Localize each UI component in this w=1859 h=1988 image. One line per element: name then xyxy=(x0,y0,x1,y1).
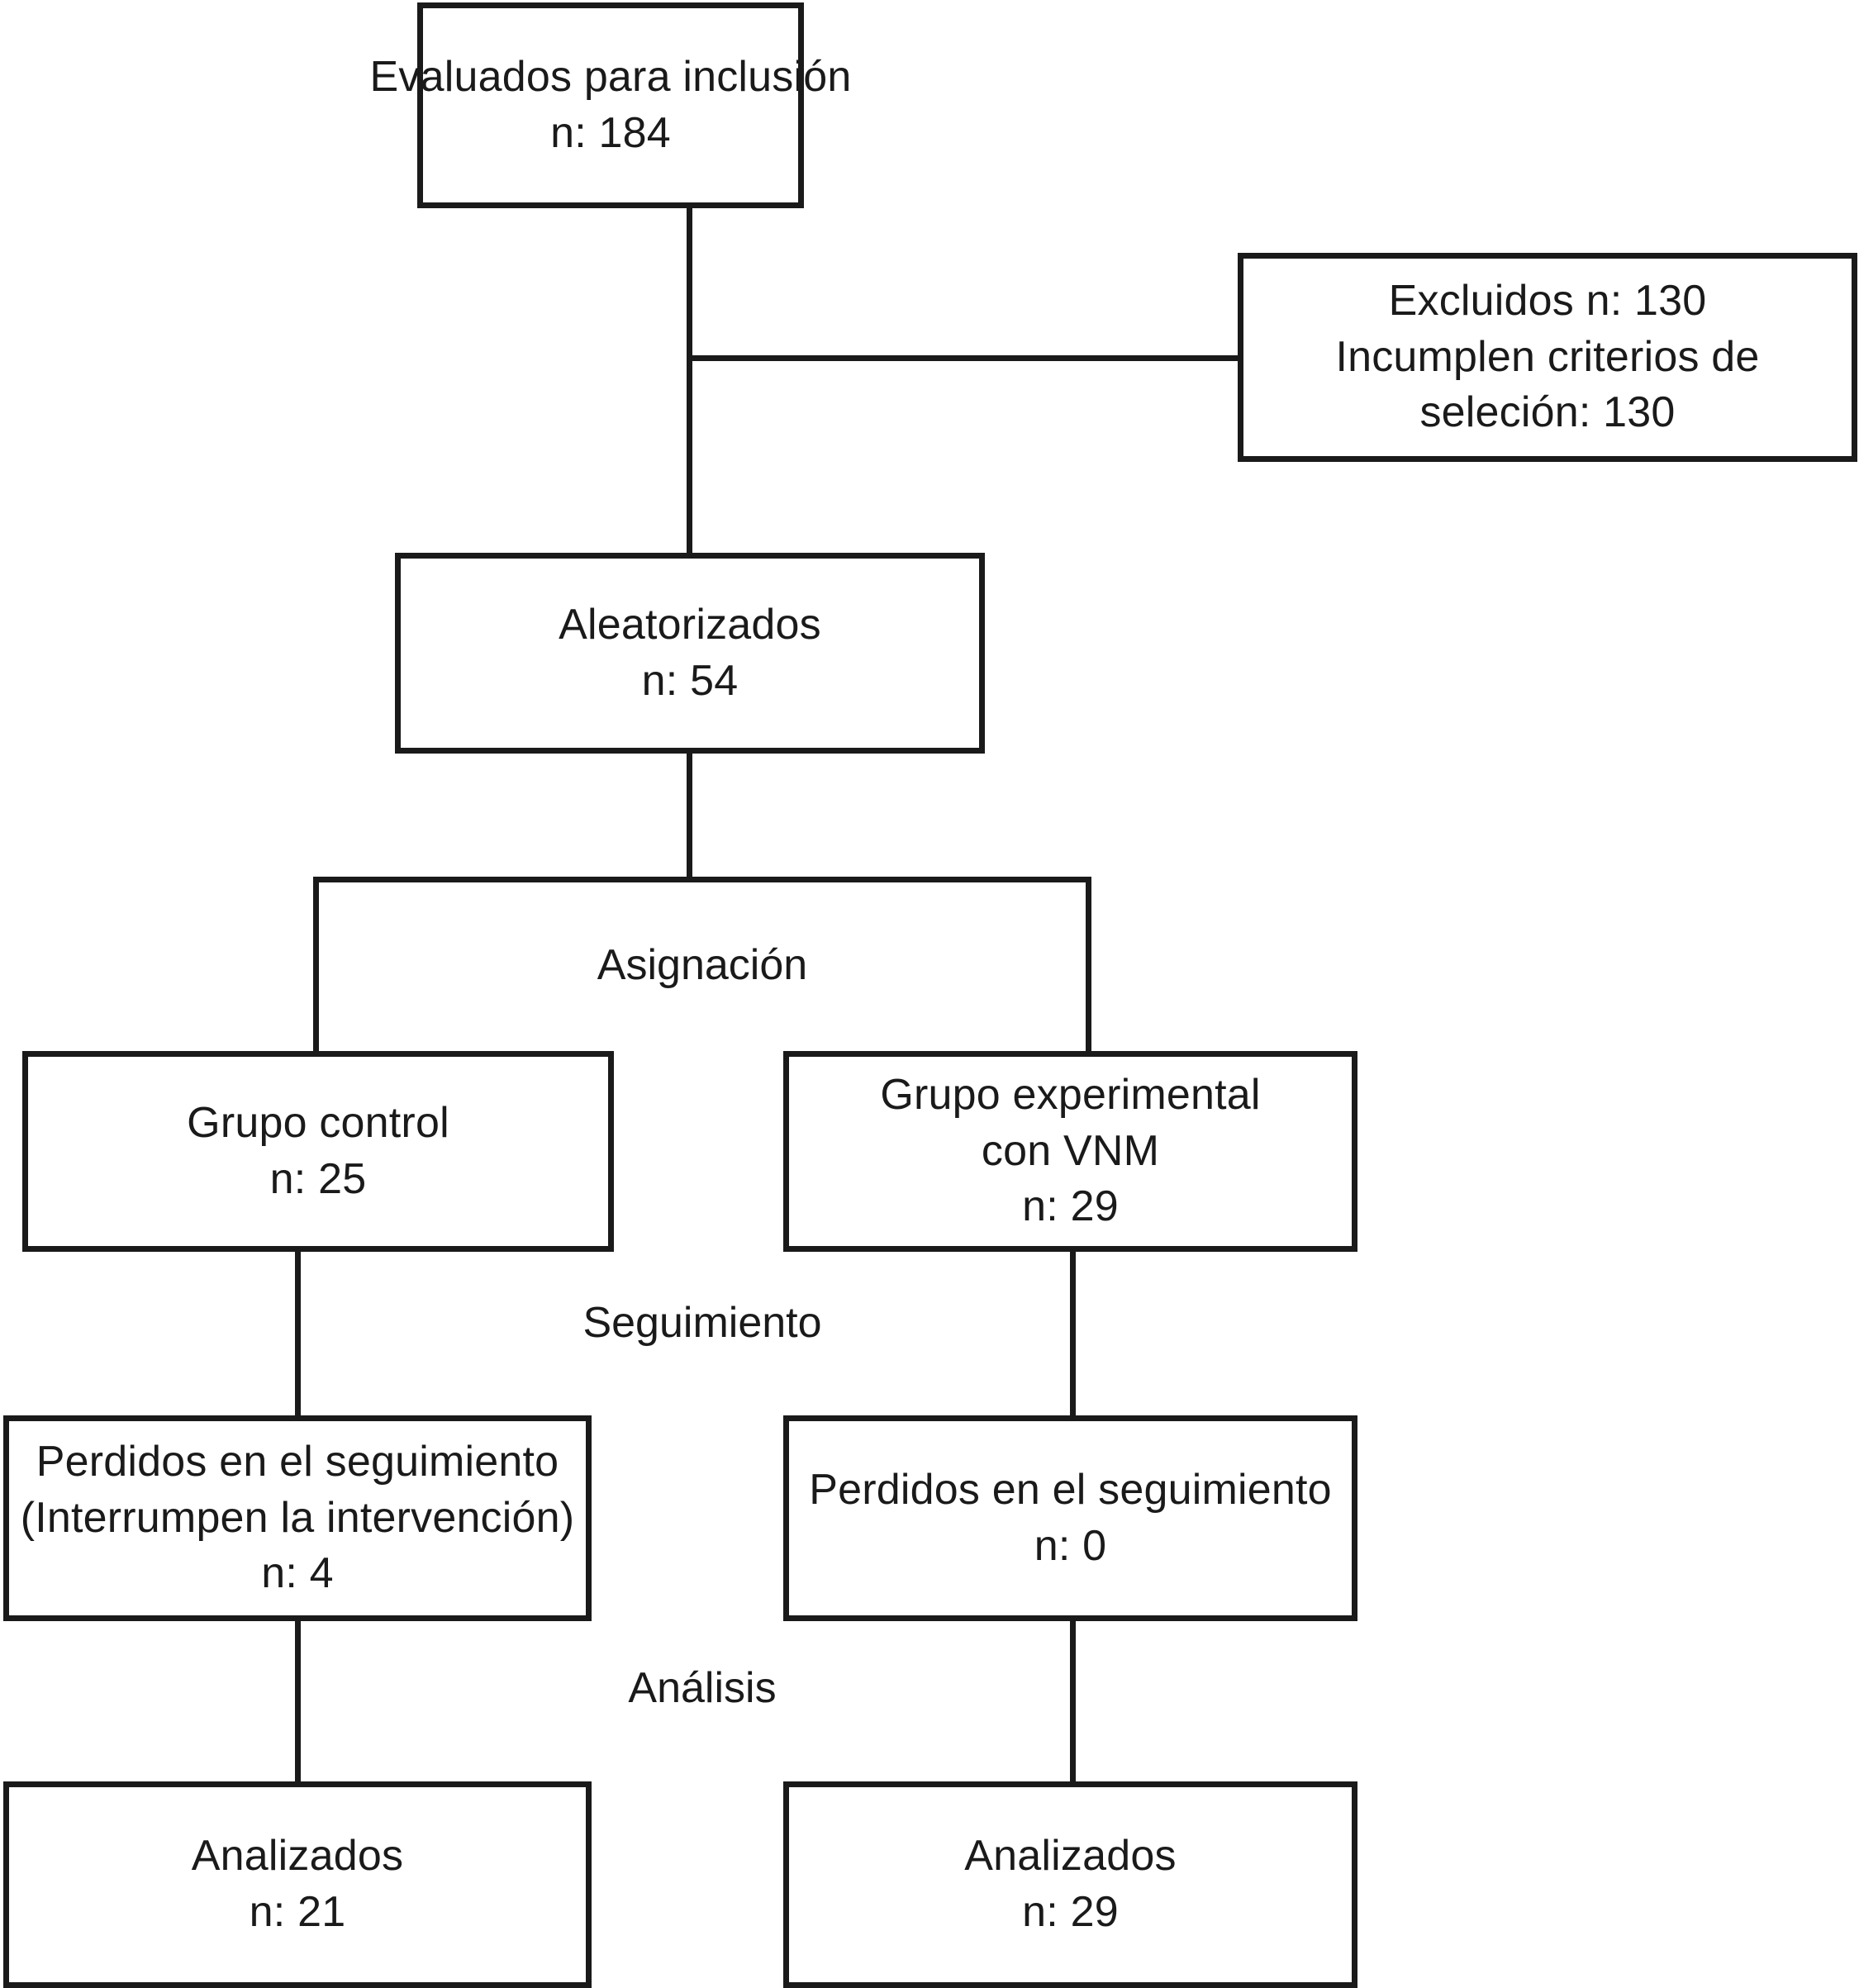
stage-label-analisis: Análisis xyxy=(628,1664,777,1712)
connector-assessed-to-randomized xyxy=(687,206,692,553)
node-line: Evaluados para inclusión xyxy=(369,52,852,101)
node-grupo-experimental: Grupo experimental con VNM n: 29 xyxy=(783,1051,1357,1252)
node-line: n: 21 xyxy=(249,1888,346,1936)
node-perdidos-seguimiento-experimental: Perdidos en el seguimiento n: 0 xyxy=(783,1415,1357,1621)
node-line: n: 29 xyxy=(1022,1182,1119,1231)
connector-allocation-split-bar xyxy=(313,877,1091,882)
node-perdidos-seguimiento-control: Perdidos en el seguimiento (Interrumpen … xyxy=(3,1415,592,1621)
connector-experimental-group-to-lost xyxy=(1070,1252,1076,1415)
connector-split-to-control-group xyxy=(313,877,319,1051)
node-evaluados-para-inclusion: Evaluados para inclusión n: 184 xyxy=(370,2,851,208)
node-line: n: 54 xyxy=(641,656,739,705)
node-analizados-experimental: Analizados n: 29 xyxy=(783,1781,1357,1988)
node-line: Incumplen criterios de xyxy=(1335,332,1760,381)
node-line: n: 184 xyxy=(550,108,671,157)
node-analizados-control: Analizados n: 21 xyxy=(3,1781,592,1988)
node-line: n: 0 xyxy=(1034,1521,1107,1570)
node-line: Aleatorizados xyxy=(559,600,821,649)
node-line: Analizados xyxy=(964,1832,1177,1881)
node-line: Grupo experimental xyxy=(880,1071,1261,1120)
node-line: Excluidos n: 130 xyxy=(1388,277,1707,326)
node-excluidos: Excluidos n: 130 Incumplen criterios de … xyxy=(1238,253,1857,462)
connector-assessed-to-excluded xyxy=(687,355,1240,361)
connector-control-group-to-lost xyxy=(295,1252,301,1415)
node-line: n: 4 xyxy=(261,1549,334,1598)
node-line: seleción: 130 xyxy=(1419,388,1676,437)
node-grupo-control: Grupo control n: 25 xyxy=(22,1051,614,1252)
connector-split-to-experimental-group xyxy=(1086,877,1091,1051)
node-line: Analizados xyxy=(191,1832,404,1881)
node-line: con VNM xyxy=(981,1126,1160,1175)
node-line: (Interrumpen la intervención) xyxy=(20,1493,575,1542)
connector-experimental-lost-to-analyzed xyxy=(1070,1621,1076,1781)
node-line: n: 25 xyxy=(269,1154,367,1203)
connector-control-lost-to-analyzed xyxy=(295,1621,301,1781)
node-line: Perdidos en el seguimiento xyxy=(809,1465,1332,1514)
stage-label-seguimiento: Seguimiento xyxy=(582,1299,822,1347)
connector-randomized-to-split xyxy=(687,754,692,879)
node-line: Grupo control xyxy=(187,1098,449,1147)
node-line: n: 29 xyxy=(1022,1888,1119,1936)
node-aleatorizados: Aleatorizados n: 54 xyxy=(395,553,985,754)
stage-label-asignacion: Asignación xyxy=(597,941,808,989)
node-line: Perdidos en el seguimiento xyxy=(36,1438,559,1486)
